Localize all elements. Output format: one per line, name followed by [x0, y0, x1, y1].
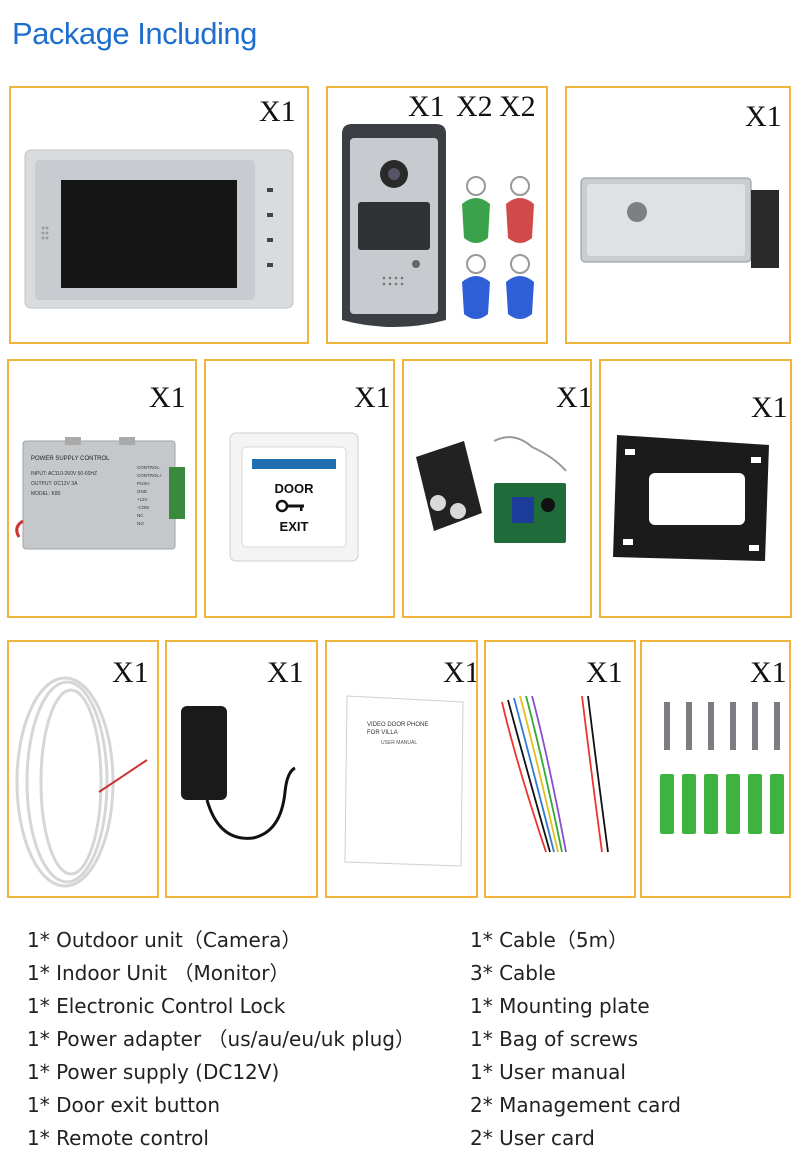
electronic-lock-image	[580, 177, 779, 268]
exit-button-box: DOOR EXIT X1	[204, 359, 395, 618]
connection-wires-image	[501, 695, 609, 853]
terminal-label: CONTROL+	[137, 473, 162, 478]
list-item: 1* Electronic Control Lock	[27, 994, 286, 1018]
panel-line: INPUT: AC110-260V 50-60HZ	[31, 471, 97, 477]
list-item: 3* Cable	[470, 961, 556, 985]
screws-box: X1	[640, 640, 791, 898]
list-item: 1* Indoor Unit （Monitor）	[27, 961, 290, 985]
remote-box: X1	[402, 359, 592, 618]
list-item: 2* User card	[470, 1126, 595, 1150]
terminal-label: +12V	[137, 497, 148, 502]
mounting-plate-box: X1	[599, 359, 792, 618]
lock-box: X1	[565, 86, 791, 344]
quantity-label: X1	[267, 656, 304, 689]
key-icon	[275, 499, 304, 513]
manual-label: USER MANUAL	[381, 740, 417, 746]
quantity-label: X1	[750, 656, 787, 689]
manual-subtitle: FOR VILLA	[367, 730, 398, 736]
monitor-box: X1	[9, 86, 309, 344]
list-item: 1* Remote control	[27, 1126, 209, 1150]
terminal-label: PUSH	[137, 481, 150, 486]
terminal-label: -COM	[137, 505, 149, 510]
quantity-label: X1	[259, 95, 296, 128]
mounting-plate-image	[613, 435, 769, 561]
power-supply-box: POWER SUPPLY CONTROL INPUT: AC110-260V 5…	[7, 359, 197, 618]
list-item: 1* User manual	[470, 1060, 626, 1084]
terminal-label: CONTROL-	[137, 465, 161, 470]
quantity-label: X1	[556, 381, 592, 414]
quantity-label: X1	[443, 656, 478, 689]
power-adapter-image	[181, 706, 296, 840]
quantity-label: X1	[586, 656, 623, 689]
page-title: Package Including	[12, 16, 257, 51]
exit-text: EXIT	[280, 519, 309, 534]
quantity-label: X1	[112, 656, 149, 689]
panel-title-text: POWER SUPPLY CONTROL	[31, 456, 110, 462]
screws-and-anchors-image	[660, 702, 784, 834]
panel-line: MODEL: K80	[31, 491, 61, 497]
quantity-label: X1	[149, 381, 186, 414]
list-item: 1* Bag of screws	[470, 1027, 639, 1051]
terminal-label: NC	[137, 513, 144, 518]
quantity-label: X1	[408, 90, 445, 123]
quantity-label: X1	[745, 100, 782, 133]
remote-control-image	[416, 436, 567, 543]
cable-coil-image	[15, 676, 148, 888]
quantity-label: X1	[354, 381, 391, 414]
terminal-label: GND	[137, 489, 148, 494]
quantity-label: X2	[456, 90, 493, 123]
terminal-label: NO	[137, 521, 144, 526]
adapter-box: X1	[165, 640, 318, 898]
contents-list-left: 1* Outdoor unit（Camera） 1* Indoor Unit （…	[27, 924, 415, 1155]
panel-line: OUTPUT: DC12V 3A	[31, 481, 78, 487]
list-item: 1* Outdoor unit（Camera）	[27, 928, 302, 952]
outdoor-camera-and-cards-image	[342, 124, 534, 327]
cable-box: X1	[7, 640, 159, 898]
list-item: 1* Power adapter （us/au/eu/uk plug）	[27, 1027, 415, 1051]
quantity-label: X1	[751, 391, 788, 424]
manual-title: VIDEO DOOR PHONE	[367, 722, 428, 728]
door-exit-button-image: DOOR EXIT	[229, 432, 359, 562]
outdoor-unit-box: X1 X2 X2	[326, 86, 548, 344]
list-item: 1* Mounting plate	[470, 994, 650, 1018]
power-supply-image: POWER SUPPLY CONTROL INPUT: AC110-260V 5…	[15, 437, 185, 550]
list-item: 1* Power supply (DC12V)	[27, 1060, 280, 1084]
list-item: 1* Cable（5m）	[470, 928, 629, 952]
manual-box: VIDEO DOOR PHONE FOR VILLA USER MANUAL X…	[325, 640, 478, 898]
door-text: DOOR	[275, 481, 315, 496]
wires-box: X1	[484, 640, 636, 898]
list-item: 2* Management card	[470, 1093, 682, 1117]
list-item: 1* Door exit button	[27, 1093, 221, 1117]
contents-list-right: 1* Cable（5m） 3* Cable 1* Mounting plate …	[470, 924, 681, 1155]
indoor-monitor-image	[24, 149, 294, 309]
user-manual-image: VIDEO DOOR PHONE FOR VILLA USER MANUAL	[344, 695, 464, 867]
quantity-label: X2	[499, 90, 536, 123]
